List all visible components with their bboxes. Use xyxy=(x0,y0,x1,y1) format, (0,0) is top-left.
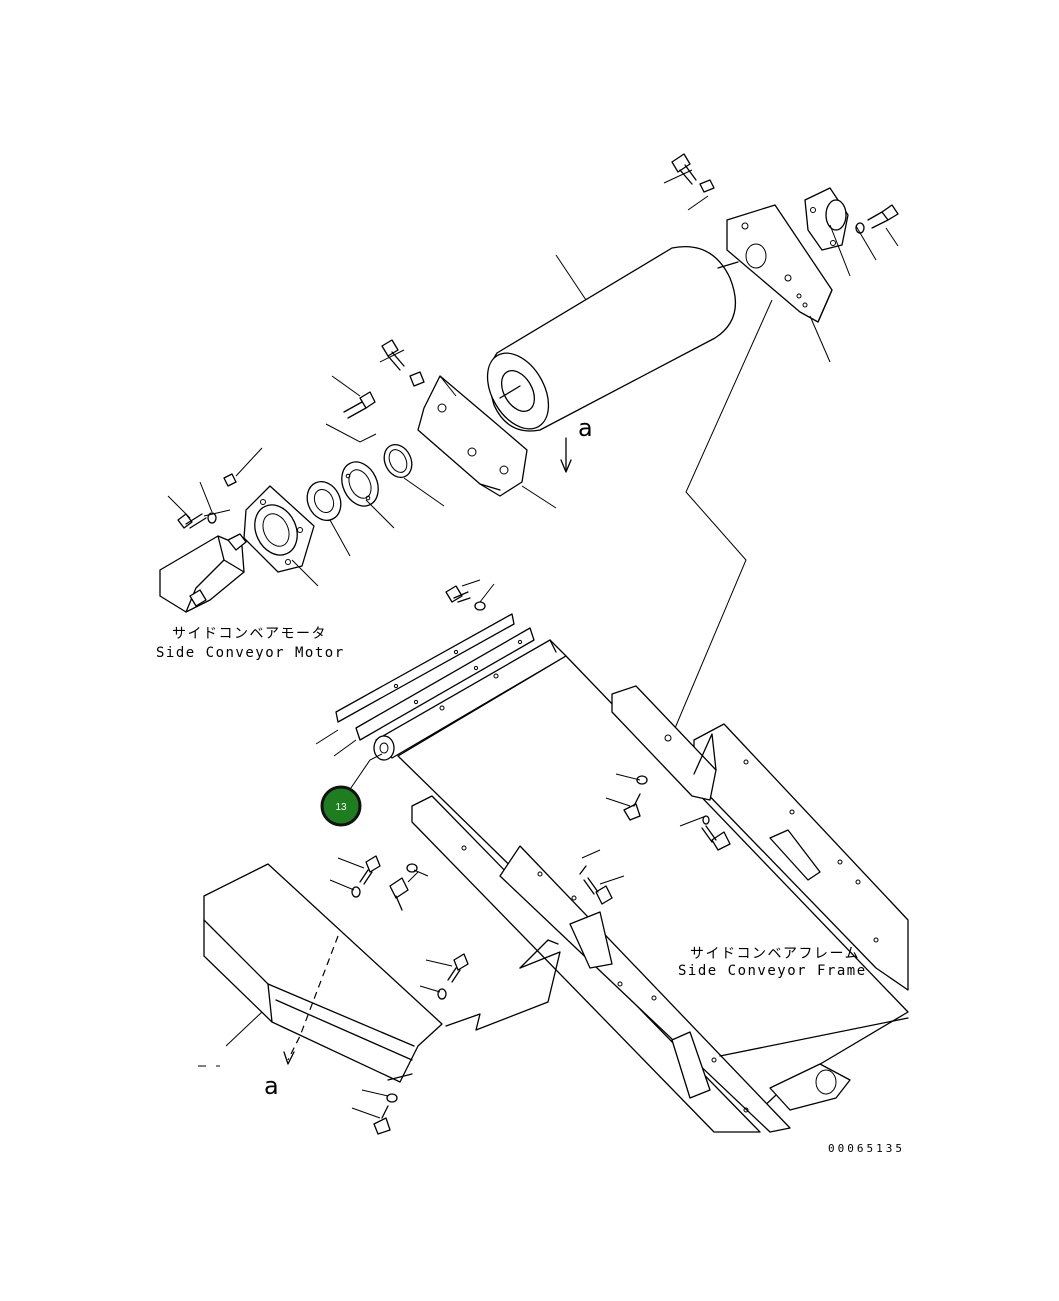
drawing-code: 00065135 xyxy=(828,1142,905,1155)
bolt-bottom xyxy=(373,1093,398,1135)
wear-strip-1 xyxy=(335,613,515,723)
bearing xyxy=(306,481,342,521)
leader-strip-1 xyxy=(315,729,339,745)
motor-label-jp: サイドコンベアモータ xyxy=(172,626,327,642)
leader-lines-lower xyxy=(198,773,707,1119)
bolt-cover-3 xyxy=(389,863,418,911)
bolt-top-left xyxy=(671,153,715,193)
view-mark-lower: a xyxy=(264,1072,279,1100)
motor-label-en: Side Conveyor Motor xyxy=(156,645,345,661)
frame-label-en: Side Conveyor Frame xyxy=(678,963,867,979)
oil-seal xyxy=(383,443,413,479)
view-mark-upper: a xyxy=(578,414,593,442)
wear-strip-2 xyxy=(355,627,535,741)
bolt-left-upper xyxy=(343,391,376,419)
bearing-ring xyxy=(341,461,379,507)
leader-strip-2 xyxy=(333,739,357,757)
roller-bracket-left xyxy=(417,375,528,497)
side-conveyor-frame xyxy=(397,655,909,1133)
callout-13-disc[interactable] xyxy=(320,785,362,827)
frame-label-jp: サイドコンベアフレーム xyxy=(690,946,860,962)
bolt-frame-2 xyxy=(701,815,731,851)
bolt-upper-middle xyxy=(381,339,425,387)
motor-flange xyxy=(243,485,315,573)
callout-13[interactable]: 13 xyxy=(320,785,362,827)
bearing-flange-right xyxy=(804,187,849,251)
bolt-strip xyxy=(445,579,495,611)
bolt-frame-1 xyxy=(623,775,648,821)
side-cover xyxy=(203,863,443,1083)
bolt-frame-3 xyxy=(579,865,613,905)
view-arrow-upper: a xyxy=(560,414,593,473)
leader-lines-upper xyxy=(167,169,899,587)
bolt-cover-1 xyxy=(351,855,381,898)
drive-roller-drum xyxy=(486,246,739,432)
leader-frame-link xyxy=(669,299,773,741)
bolt-cover-2 xyxy=(437,953,469,1000)
callout-13-number[interactable]: 13 xyxy=(335,802,347,813)
bolt-top-right xyxy=(855,204,899,234)
side-conveyor-motor xyxy=(159,533,247,613)
roller-bracket-right xyxy=(726,204,833,323)
bolt-motor xyxy=(177,473,237,529)
